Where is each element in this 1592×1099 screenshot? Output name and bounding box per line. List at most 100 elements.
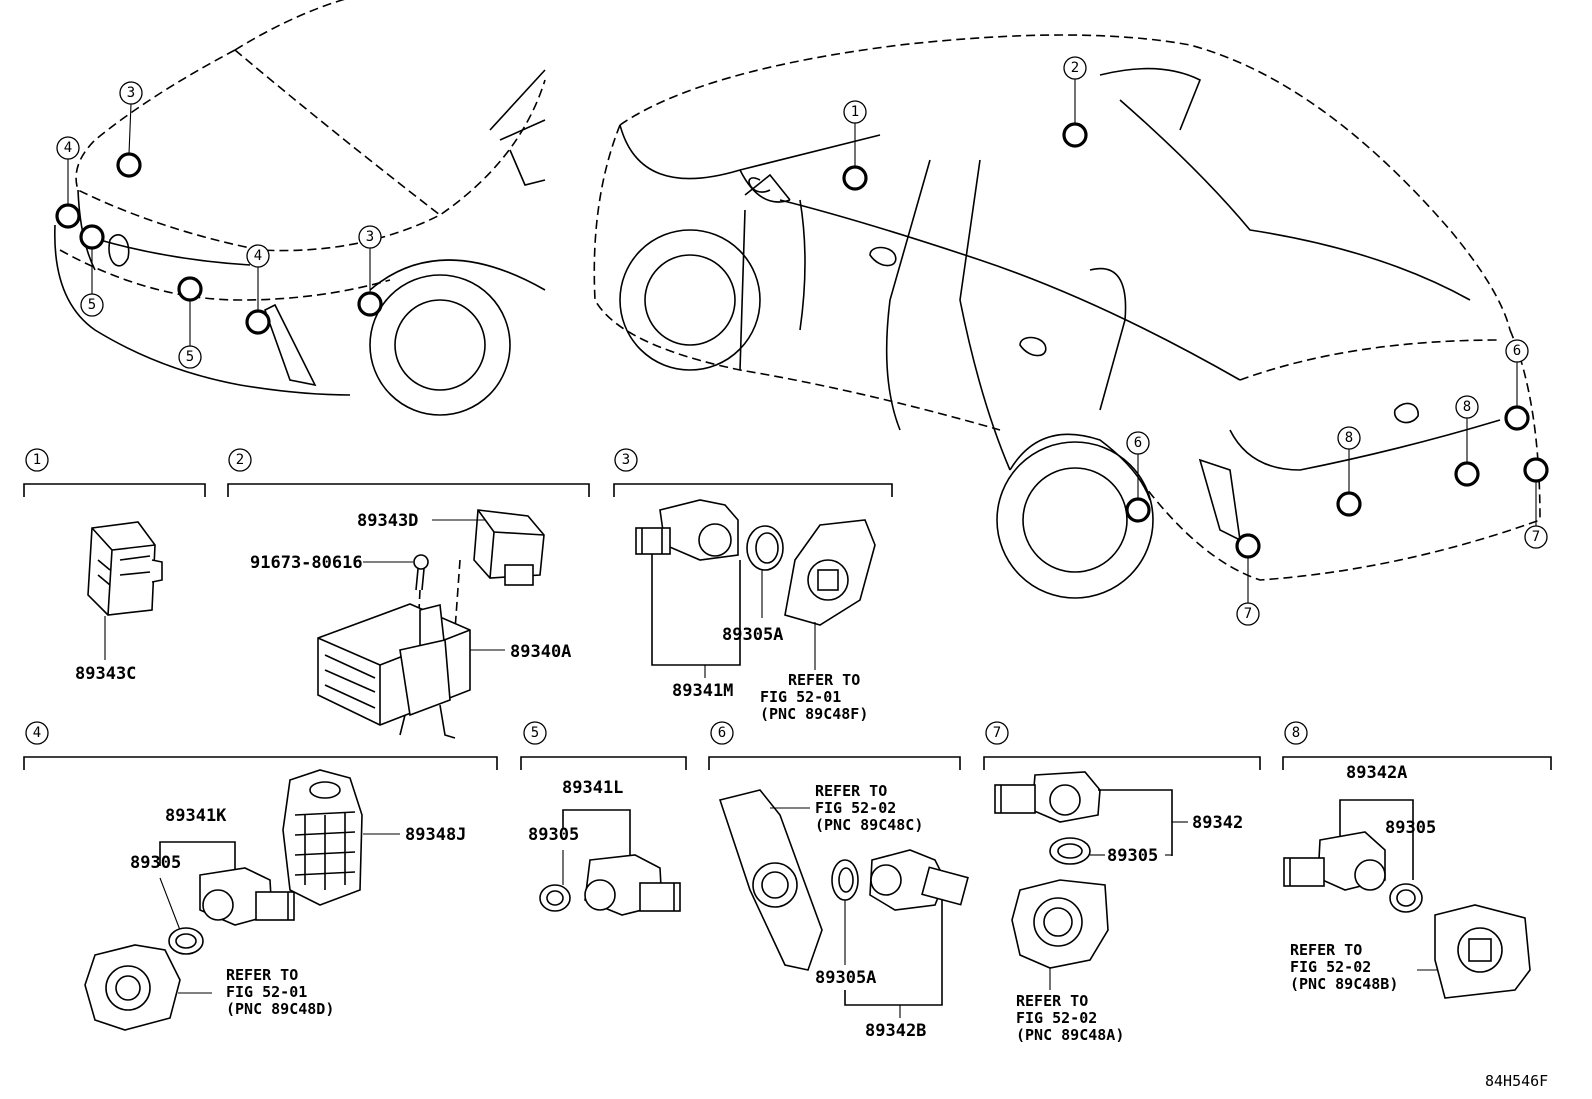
marker-5-left (79, 224, 105, 250)
marker-6-left (1125, 497, 1151, 523)
callout-number: 1 (851, 104, 859, 120)
section-2: 2 89343D 91673-80616 89340A (227, 448, 590, 739)
refer-note: REFER TO (1290, 941, 1362, 959)
part-drawing-sensor-89342A (1283, 831, 1386, 891)
part-drawing-89343C (87, 521, 163, 616)
marker-8-right (1454, 461, 1480, 487)
refer-note: FIG 52-02 (1290, 958, 1371, 976)
callout-number: 8 (1345, 430, 1353, 446)
marker-5-center (177, 276, 203, 302)
section-number: 7 (993, 725, 1001, 741)
part-number-label: 89305A (722, 625, 783, 645)
part-drawing-sensor-89341L (584, 854, 681, 916)
part-drawing-seal-89305A (831, 859, 859, 901)
callout-bubble (80, 293, 104, 317)
section-number: 8 (1292, 725, 1300, 741)
section-number-bubble (228, 448, 252, 472)
part-number-label: 89305 (130, 853, 181, 873)
part-number-label: 89341K (165, 806, 227, 826)
part-drawing-seal-89305 (539, 884, 571, 912)
refer-note: REFER TO (1016, 992, 1088, 1010)
part-number-label: 89343C (75, 664, 136, 684)
part-drawing-89343D (473, 509, 545, 586)
refer-note: FIG 52-01 (760, 688, 841, 706)
part-number-label: 89305A (815, 968, 876, 988)
section-number-bubble (710, 721, 734, 745)
section-number-bubble (614, 448, 638, 472)
marker-2-roof (1062, 122, 1088, 148)
section-number-bubble (25, 448, 49, 472)
refer-note: (PNC 89C48D) (226, 1000, 334, 1018)
section-number: 2 (236, 452, 244, 468)
section-8: 8 89342A 89305 REFER TO FIG 52-02 (PNC 8… (1282, 721, 1552, 999)
part-drawing-holder (1011, 879, 1109, 969)
section-number: 5 (531, 725, 539, 741)
part-drawing-seal-89305A (746, 525, 784, 571)
callout-number: 5 (186, 349, 194, 365)
marker-4-center (245, 309, 271, 335)
callout-number: 6 (1134, 435, 1142, 451)
part-number-label: 91673-80616 (250, 553, 363, 573)
refer-note: REFER TO (788, 671, 860, 689)
part-drawing-seal-89305 (168, 927, 204, 955)
callout-number: 3 (127, 85, 135, 101)
part-drawing-seal-89305 (1389, 883, 1423, 913)
section-7: 7 89342 89305 REFER TO FIG 52-02 (PNC 89… (983, 721, 1261, 1044)
part-number-label: 89341M (672, 681, 733, 701)
callout-bubble (56, 136, 80, 160)
part-number-label: 89340A (510, 642, 571, 662)
refer-note: (PNC 89C48A) (1016, 1026, 1124, 1044)
callout-bubble (843, 100, 867, 124)
section-number-bubble (985, 721, 1009, 745)
callout-bubble (1126, 431, 1150, 455)
callout-number: 5 (88, 297, 96, 313)
part-drawing-holder (784, 519, 876, 626)
marker-3-hood (116, 152, 142, 178)
section-number: 6 (718, 725, 726, 741)
callout-bubble (1455, 395, 1479, 419)
section-6: 6 REFER TO FIG 52-02 (PNC 89C48C) 89305A… (708, 721, 969, 1041)
callout-bubble (1337, 426, 1361, 450)
section-5: 5 89341L 89305 (520, 721, 687, 916)
part-drawing-holder (718, 789, 823, 971)
part-drawing-91673-80616 (413, 554, 429, 591)
part-drawing-sensor-89342B (869, 849, 969, 911)
callout-number: 2 (1071, 60, 1079, 76)
part-number-label: 89342A (1346, 763, 1407, 783)
marker-4-left (55, 203, 81, 229)
callout-number: 6 (1513, 343, 1521, 359)
part-drawing-sensor-89341K (199, 867, 295, 926)
part-number-label: 89348J (405, 825, 466, 845)
callout-bubble (1505, 339, 1529, 363)
callout-bubble (1236, 602, 1260, 626)
section-number-bubble (523, 721, 547, 745)
section-1: 1 89343C (23, 448, 206, 684)
marker-7-left (1235, 533, 1261, 559)
refer-note: FIG 52-01 (226, 983, 307, 1001)
section-number-bubble (25, 721, 49, 745)
part-number-label: 89341L (562, 778, 623, 798)
callout-number: 4 (254, 248, 262, 264)
part-drawing-sensor-89341M (635, 499, 739, 561)
callout-bubble (1063, 56, 1087, 80)
part-number-label: 89305 (1107, 846, 1158, 866)
refer-note: REFER TO (226, 966, 298, 984)
marker-1-cabin (842, 165, 868, 191)
callout-bubble (358, 225, 382, 249)
section-number-bubble (1284, 721, 1308, 745)
callout-bubble (246, 244, 270, 268)
marker-3-right (357, 291, 383, 317)
section-4: 4 89341K 89305 REFER TO FIG 52-01 (PNC 8… (23, 721, 498, 1031)
vehicle-callouts: 3 4 5 5 4 3 1 2 6 7 8 8 (56, 56, 1548, 626)
section-3: 3 89305A 89341M REFER TO FIG 52-01 (PNC … (613, 448, 893, 723)
part-number-label: 89305 (528, 825, 579, 845)
part-drawing-bracket-89348J (282, 769, 363, 906)
callout-number: 7 (1532, 529, 1540, 545)
callout-number: 8 (1463, 399, 1471, 415)
part-drawing-holder (84, 944, 181, 1031)
part-drawing-89340A (317, 603, 471, 739)
refer-note: FIG 52-02 (1016, 1009, 1097, 1027)
part-number-label: 89343D (357, 511, 418, 531)
refer-note: (PNC 89C48C) (815, 816, 923, 834)
marker-6-right (1504, 405, 1530, 431)
